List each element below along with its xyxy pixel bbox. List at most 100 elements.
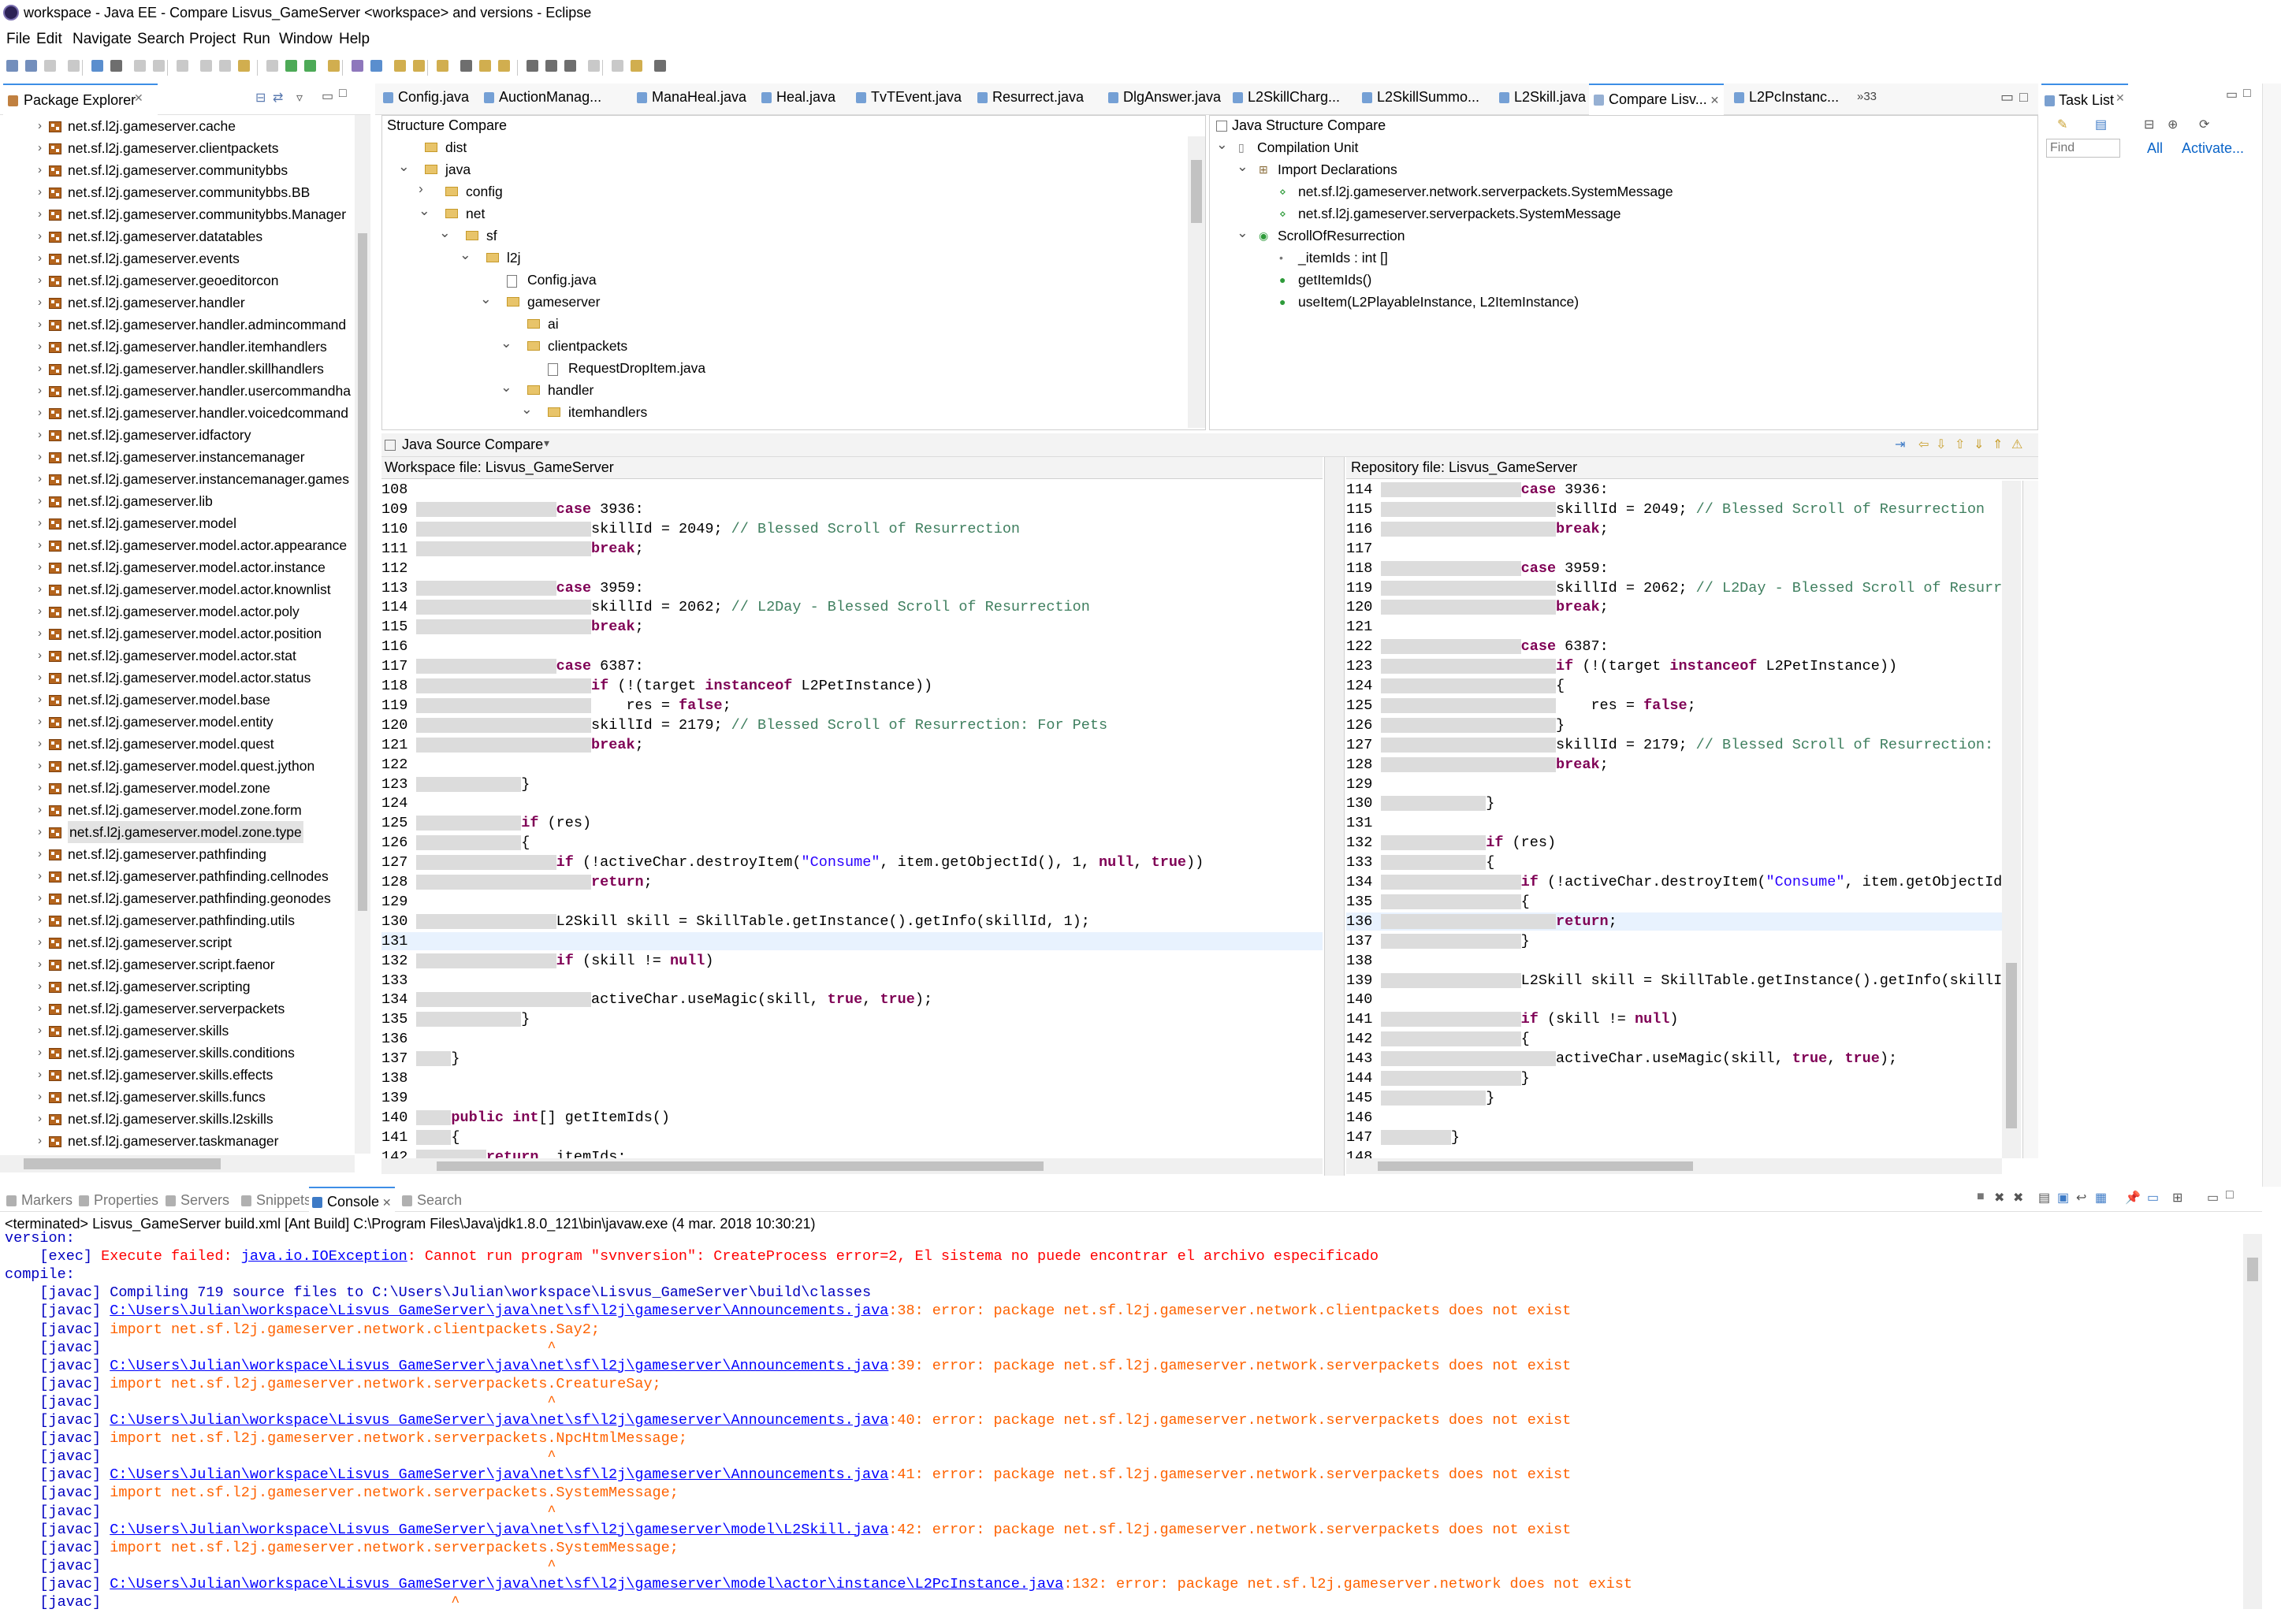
package-item[interactable]: ›net.sf.l2j.gameserver.cache [0, 115, 355, 137]
console-link[interactable]: C:\Users\Julian\workspace\Lisvus_GameSer… [110, 1303, 889, 1320]
display-console-icon[interactable]: ▭ [2147, 1191, 2160, 1205]
menu-window[interactable]: Window [279, 31, 333, 47]
close-icon[interactable]: ✕ [134, 91, 143, 104]
console-link[interactable]: C:\Users\Julian\workspace\Lisvus_GameSer… [110, 1466, 889, 1484]
package-explorer-hscrollbar[interactable] [0, 1155, 355, 1172]
bottom-tab[interactable]: Markers [6, 1187, 73, 1213]
close-icon[interactable]: ✕ [1706, 94, 1720, 106]
menu-help[interactable]: Help [339, 31, 370, 47]
all-filter-link[interactable]: All [2147, 140, 2164, 156]
chevron-right-icon[interactable]: › [38, 119, 42, 132]
chevron-right-icon[interactable]: › [38, 538, 42, 552]
close-icon[interactable]: ✕ [2115, 91, 2125, 104]
package-explorer-scrollbar[interactable] [355, 115, 370, 1154]
toolbar-icon[interactable] [153, 60, 165, 72]
repository-code-vscrollbar[interactable] [2002, 481, 2021, 1158]
toolbar-icon[interactable] [352, 60, 363, 72]
editor-tab[interactable]: AuctionManag... [484, 84, 601, 110]
minimize-icon[interactable]: ▭ [322, 90, 334, 103]
console-scrollbar[interactable] [2243, 1234, 2262, 1609]
package-item[interactable]: ›net.sf.l2j.gameserver.model.actor.stat [0, 645, 355, 667]
chevron-right-icon[interactable]: › [38, 406, 42, 419]
chevron-right-icon[interactable]: › [38, 560, 42, 574]
package-item[interactable]: ›net.sf.l2j.gameserver.handler.admincomm… [0, 314, 355, 336]
maximize-icon[interactable]: □ [339, 87, 347, 100]
toolbar-icon[interactable] [68, 60, 80, 72]
package-item[interactable]: ›net.sf.l2j.gameserver.model.zone.form [0, 799, 355, 821]
package-item[interactable]: ›net.sf.l2j.gameserver.model.actor.insta… [0, 556, 355, 578]
package-item[interactable]: ›net.sf.l2j.gameserver.model.actor.appea… [0, 534, 355, 556]
package-item[interactable]: ›net.sf.l2j.gameserver.handler.skillhand… [0, 358, 355, 380]
chevron-right-icon[interactable]: › [38, 1134, 42, 1147]
toolbar-icon[interactable] [588, 60, 600, 72]
next-diff-icon[interactable]: ⇩ [1936, 438, 1947, 452]
chevron-right-icon[interactable]: › [38, 251, 42, 265]
console-link[interactable]: C:\Users\Julian\workspace\Lisvus_GameSer… [110, 1412, 889, 1429]
editor-tab[interactable]: TvTEvent.java [856, 84, 962, 110]
bottom-tab[interactable]: Properties [79, 1187, 158, 1213]
close-icon[interactable]: ✕ [379, 1196, 392, 1209]
chevron-right-icon[interactable]: › [38, 1046, 42, 1059]
package-item[interactable]: ›net.sf.l2j.gameserver.serverpackets [0, 998, 355, 1020]
open-console-icon[interactable]: ⊞ [2172, 1191, 2183, 1205]
chevron-right-icon[interactable]: › [38, 693, 42, 706]
copy-all-icon[interactable]: ⇥ [1895, 438, 1906, 452]
package-item[interactable]: ›net.sf.l2j.gameserver.instancemanager.g… [0, 468, 355, 490]
editor-tab[interactable]: Config.java [383, 84, 469, 110]
chevron-right-icon[interactable]: › [38, 318, 42, 331]
toolbar-icon[interactable] [612, 60, 623, 72]
toolbar-icon[interactable] [238, 60, 250, 72]
prev-diff-icon[interactable]: ⇧ [1955, 438, 1966, 452]
chevron-down-icon[interactable]: ⌄ [439, 225, 451, 240]
toolbar-icon[interactable] [545, 60, 557, 72]
link-editor-icon[interactable]: ⇄ [273, 91, 284, 105]
package-item[interactable]: ›net.sf.l2j.gameserver.taskmanager [0, 1130, 355, 1152]
menu-navigate[interactable]: Navigate [73, 31, 132, 47]
package-item[interactable]: ›net.sf.l2j.gameserver.lib [0, 490, 355, 512]
toolbar-icon[interactable] [413, 60, 425, 72]
chevron-right-icon[interactable]: › [38, 935, 42, 949]
package-item[interactable]: ›net.sf.l2j.gameserver.pathfinding.geono… [0, 887, 355, 909]
chevron-right-icon[interactable]: › [38, 957, 42, 971]
package-item[interactable]: ›net.sf.l2j.gameserver.pathfinding.utils [0, 909, 355, 931]
package-item[interactable]: ›net.sf.l2j.gameserver.clientpackets [0, 137, 355, 159]
tab-overflow[interactable]: »33 [1857, 84, 1877, 110]
repository-code-hscrollbar[interactable] [1346, 1158, 2002, 1174]
toolbar-icon[interactable] [304, 60, 316, 72]
package-item[interactable]: ›net.sf.l2j.gameserver.script.faenor [0, 953, 355, 976]
package-item[interactable]: ›net.sf.l2j.gameserver.pathfinding.celln… [0, 865, 355, 887]
toolbar-icon[interactable] [370, 60, 382, 72]
minimize-icon[interactable]: ▭ [2226, 88, 2238, 102]
menu-search[interactable]: Search [137, 31, 185, 47]
package-item[interactable]: ›net.sf.l2j.gameserver.model.actor.known… [0, 578, 355, 600]
package-item[interactable]: ›net.sf.l2j.gameserver.events [0, 247, 355, 269]
chevron-right-icon[interactable]: › [38, 737, 42, 750]
toolbar-icon[interactable] [527, 60, 538, 72]
package-item[interactable]: ›net.sf.l2j.gameserver.scripting [0, 976, 355, 998]
chevron-right-icon[interactable]: › [38, 494, 42, 507]
remove-all-icon[interactable]: ✖ [2013, 1191, 2024, 1205]
toolbar-icon[interactable] [654, 60, 666, 72]
categorized-icon[interactable]: ▤ [2095, 118, 2108, 132]
task-find-input[interactable] [2046, 139, 2120, 158]
package-item[interactable]: ›net.sf.l2j.gameserver.instancemanager [0, 446, 355, 468]
copy-current-icon[interactable]: ⇦ [1918, 438, 1929, 452]
chevron-right-icon[interactable]: › [38, 229, 42, 243]
package-item[interactable]: ›net.sf.l2j.gameserver.idfactory [0, 424, 355, 446]
package-item[interactable]: ›net.sf.l2j.gameserver.script [0, 931, 355, 953]
editor-tab[interactable]: Resurrect.java [977, 84, 1084, 110]
chevron-right-icon[interactable]: › [38, 207, 42, 221]
chevron-right-icon[interactable]: › [38, 273, 42, 287]
minimize-icon[interactable]: ▭ [2000, 89, 2015, 105]
chevron-right-icon[interactable]: › [38, 516, 42, 530]
chevron-down-icon[interactable]: ⌄ [1216, 136, 1228, 152]
package-item[interactable]: ›net.sf.l2j.gameserver.model [0, 512, 355, 534]
package-item[interactable]: ›net.sf.l2j.gameserver.model.base [0, 689, 355, 711]
package-item[interactable]: ›net.sf.l2j.gameserver.datatables [0, 225, 355, 247]
task-list-tab[interactable]: Task List ✕ [2041, 84, 2128, 115]
collapse-all-icon[interactable]: ⊟ [255, 91, 266, 105]
chevron-right-icon[interactable]: › [38, 847, 42, 860]
package-item[interactable]: ›net.sf.l2j.gameserver.handler [0, 292, 355, 314]
scroll-lock-icon[interactable]: ▣ [2057, 1191, 2070, 1205]
toolbar-icon[interactable] [437, 60, 448, 72]
